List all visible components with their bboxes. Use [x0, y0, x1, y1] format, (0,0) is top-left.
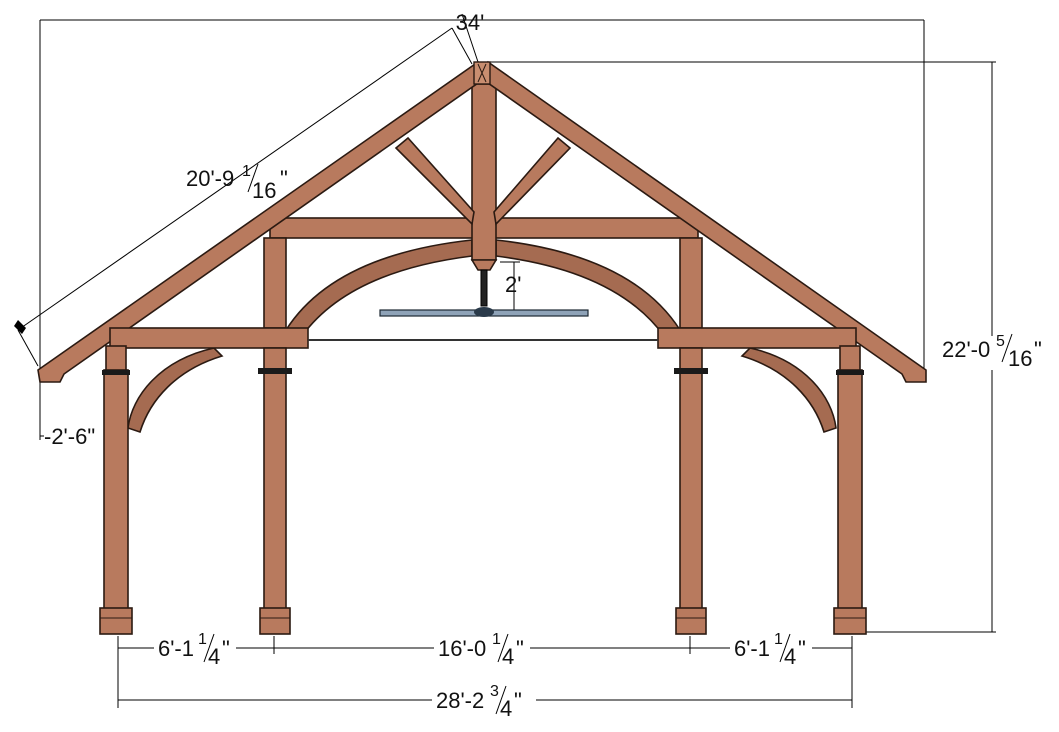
- fan-drop-dimension: 2': [490, 261, 521, 313]
- right-bay-inch-mark: ": [798, 636, 806, 661]
- post-span-inch-mark: ": [514, 688, 522, 713]
- king-post: [470, 83, 498, 271]
- left-bay-inch-mark: ": [222, 636, 230, 661]
- overhang-label: -2'-6": [44, 424, 95, 449]
- post-span-denominator: 4: [500, 696, 512, 721]
- overall-height-denominator: 16: [1008, 346, 1032, 371]
- center-bay-numerator: 1: [492, 631, 501, 648]
- right-bay-whole: 6'-1: [734, 636, 770, 661]
- left-bay-denominator: 4: [208, 644, 220, 669]
- rafter-length-whole: 20'-9: [186, 166, 234, 191]
- overall-width-dimension: 34': [39, 10, 925, 372]
- queen-post-left: [263, 237, 287, 329]
- post-span-numerator: 3: [490, 683, 499, 700]
- tie-beam-left: [109, 327, 309, 349]
- post-inner-right: [674, 347, 708, 635]
- left-bay-numerator: 1: [198, 631, 207, 648]
- ceiling-fan: [379, 269, 589, 317]
- center-bay-denominator: 4: [502, 644, 514, 669]
- overall-height-inch-mark: ": [1034, 337, 1042, 362]
- overall-height-dimension: 22'-0 5 16 ": [488, 61, 1052, 633]
- outer-knee-braces: [127, 347, 837, 434]
- post-outer-right: [833, 345, 867, 635]
- center-bay-inch-mark: ": [516, 636, 524, 661]
- queen-post-right: [679, 237, 703, 329]
- post-inner-left: [258, 347, 292, 635]
- left-bay-whole: 6'-1: [158, 636, 194, 661]
- overall-height-whole: 22'-0: [942, 337, 990, 362]
- center-bay-whole: 16'-0: [438, 636, 486, 661]
- rafter-length-dimension: 20'-9 1 16 ": [14, 27, 473, 367]
- rafters: [37, 60, 927, 383]
- rafter-length-inch-mark: ": [280, 166, 288, 191]
- post-outer-left: [99, 345, 133, 635]
- rafter-length-numerator: 1: [242, 163, 251, 180]
- post-span-whole: 28'-2: [436, 688, 484, 713]
- tie-beam-right: [657, 327, 857, 349]
- fan-drop-label: 2': [505, 272, 521, 297]
- right-bay-denominator: 4: [784, 644, 796, 669]
- overall-width-label: 34': [456, 10, 485, 35]
- bay-dimensions: 6'-1 1 4 " 16'-0 1 4 " 6'-1 1 4 ": [117, 631, 853, 708]
- post-span-dimension: 28'-2 3 4 ": [118, 683, 852, 721]
- rafter-length-denominator: 16: [252, 178, 276, 203]
- overall-height-numerator: 5: [996, 333, 1005, 350]
- right-bay-numerator: 1: [774, 631, 783, 648]
- web-struts: [394, 136, 572, 226]
- overhang-dimension: -2'-6": [39, 372, 118, 449]
